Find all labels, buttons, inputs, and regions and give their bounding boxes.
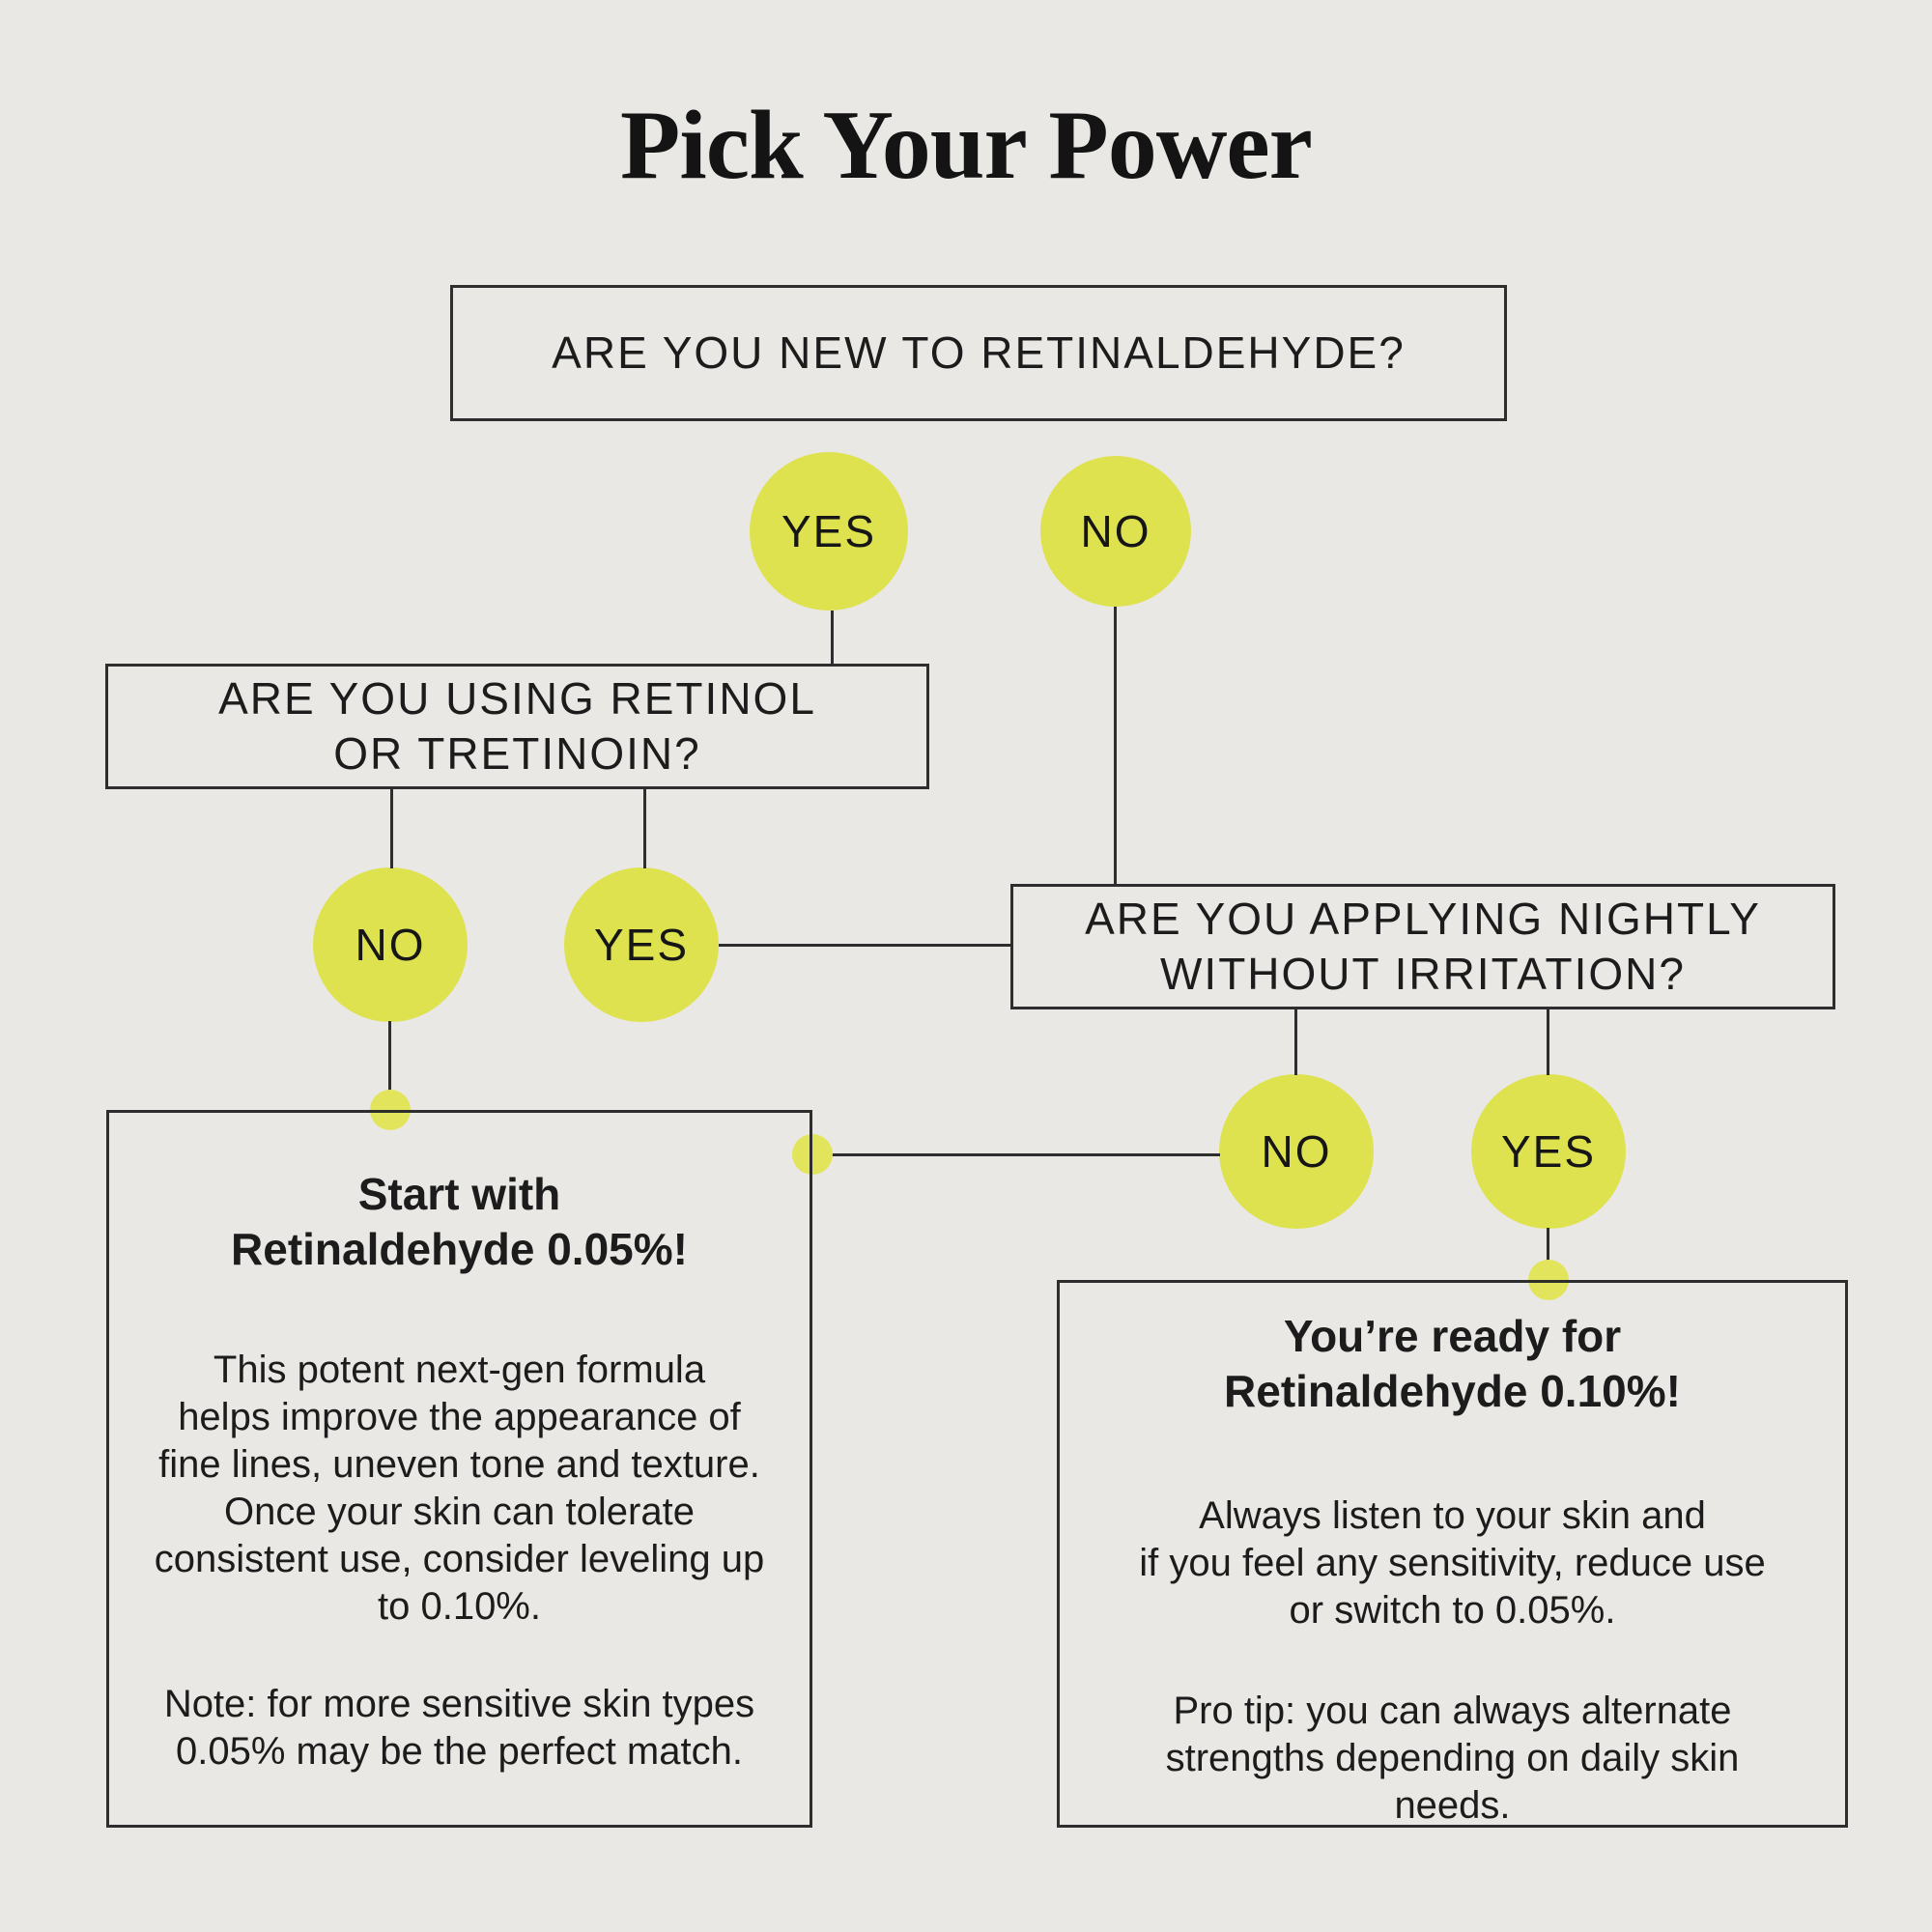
result-010-body: Always listen to your skin and if you fe… xyxy=(1139,1494,1766,1632)
result-010-heading: You’re ready for Retinaldehyde 0.10%! xyxy=(1224,1311,1681,1416)
answer-bubble-q3-yes: YES xyxy=(1471,1074,1626,1229)
connector-q2yes-to-q3 xyxy=(719,944,1011,947)
connector-q2-to-no xyxy=(390,788,393,868)
connector-q1yes-to-q2 xyxy=(831,611,834,665)
page-title: Pick Your Power xyxy=(620,91,1313,200)
result-box-010: You’re ready for Retinaldehyde 0.10%! Al… xyxy=(1057,1280,1848,1828)
connector-q2-to-yes xyxy=(643,788,646,868)
question-box-using-retinol: ARE YOU USING RETINOL OR TRETINOIN? xyxy=(105,664,929,789)
question-box-new-to-retinaldehyde: ARE YOU NEW TO RETINALDEHYDE? xyxy=(450,285,1507,421)
connector-q3-to-no xyxy=(1294,1009,1297,1075)
answer-bubble-q2-no: NO xyxy=(313,867,468,1022)
result-005-note: Note: for more sensitive skin types 0.05… xyxy=(163,1683,755,1773)
result-010-tip: Pro tip: you can always alternate streng… xyxy=(1165,1690,1740,1827)
connector-q2no-to-result-low xyxy=(388,1021,391,1111)
result-005-body: This potent next-gen formula helps impro… xyxy=(154,1349,765,1628)
result-005-heading: Start with Retinaldehyde 0.05%! xyxy=(231,1169,688,1274)
answer-bubble-q2-yes: YES xyxy=(564,867,719,1022)
connector-q3yes-to-result-high xyxy=(1547,1228,1549,1281)
junction-dot-result-low-right xyxy=(792,1134,833,1175)
answer-bubble-q3-no: NO xyxy=(1219,1074,1374,1229)
connector-q3-to-yes xyxy=(1547,1009,1549,1075)
result-box-005: Start with Retinaldehyde 0.05%! This pot… xyxy=(106,1110,812,1828)
question-box-applying-nightly: ARE YOU APPLYING NIGHTLY WITHOUT IRRITAT… xyxy=(1010,884,1835,1009)
answer-bubble-q1-no: NO xyxy=(1040,456,1191,607)
answer-bubble-q1-yes: YES xyxy=(750,452,908,611)
connector-q1no-to-q3 xyxy=(1114,607,1117,885)
connector-q3no-to-result-low xyxy=(812,1153,1220,1156)
